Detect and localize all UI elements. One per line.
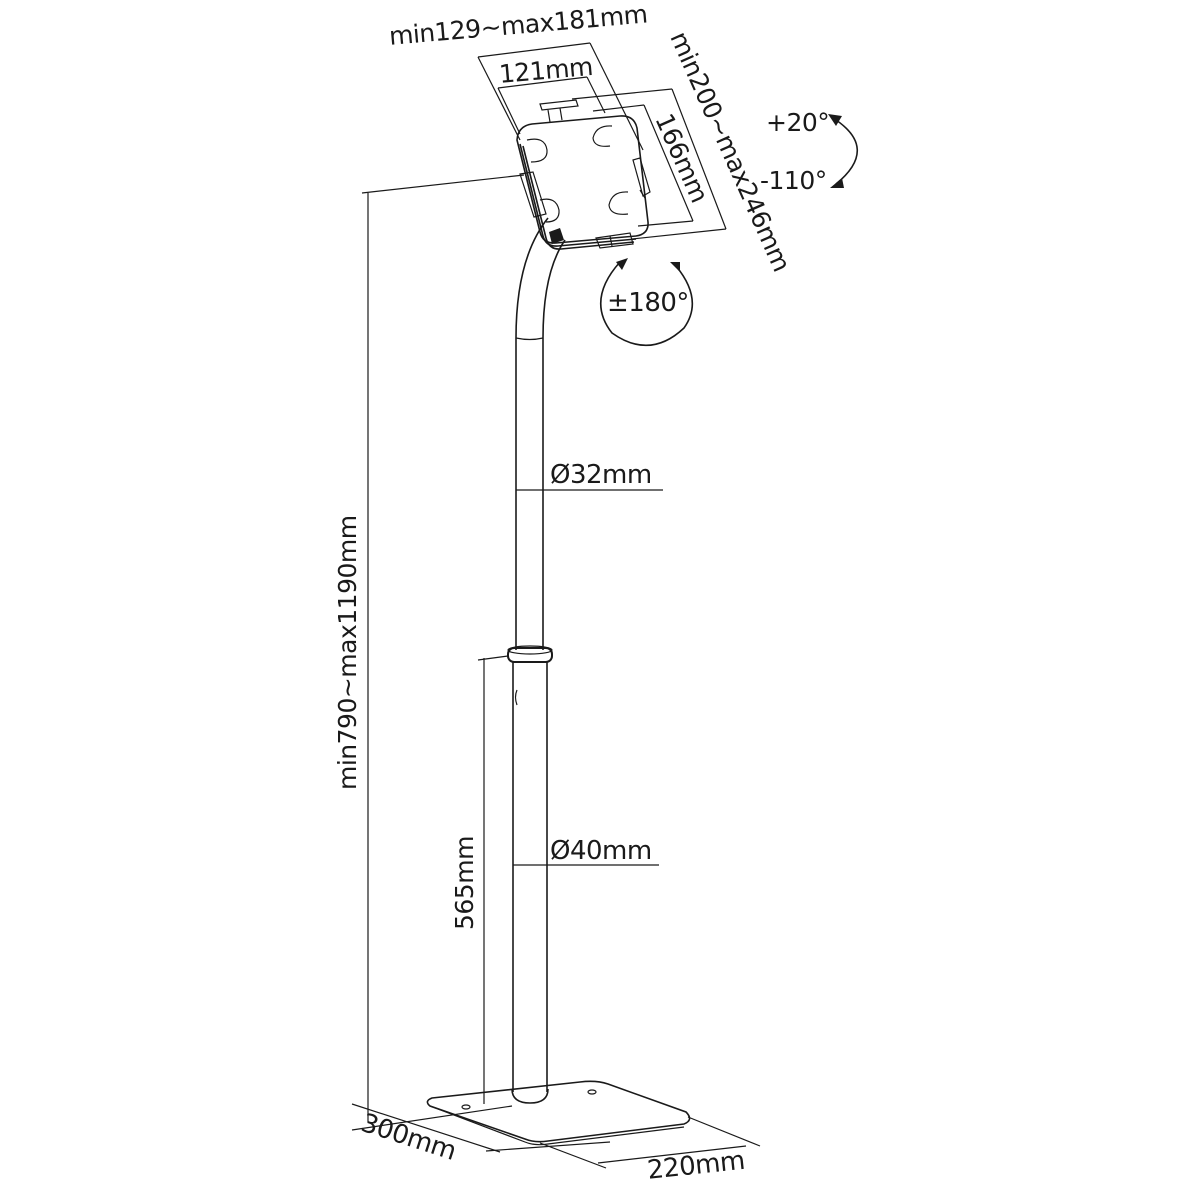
tilt-down-label: -110° — [760, 166, 827, 195]
upper-pole — [515, 217, 566, 650]
base-dimensions — [351, 1103, 761, 1169]
tablet-holder — [516, 99, 651, 250]
lower-pole-height-dimension — [477, 655, 509, 1104]
lower-pole-height-label: 565mm — [450, 836, 479, 930]
total-height-range-label: min790~max1190mm — [333, 515, 362, 790]
lower-pole — [507, 645, 553, 1092]
rotation-arrow-icon — [600, 258, 694, 347]
holder-dimension-lines — [477, 42, 727, 240]
upper-pole-diameter-label: Ø32mm — [550, 460, 652, 490]
lower-pole-diameter-label: Ø40mm — [550, 836, 652, 866]
rotation-label: ±180° — [607, 288, 689, 318]
base-plate — [426, 1080, 691, 1146]
tilt-up-label: +20° — [766, 108, 830, 137]
total-height-dimension — [351, 174, 525, 1131]
holder-inner-width-label: 121mm — [497, 51, 594, 89]
tilt-arrow-icon — [828, 114, 859, 188]
